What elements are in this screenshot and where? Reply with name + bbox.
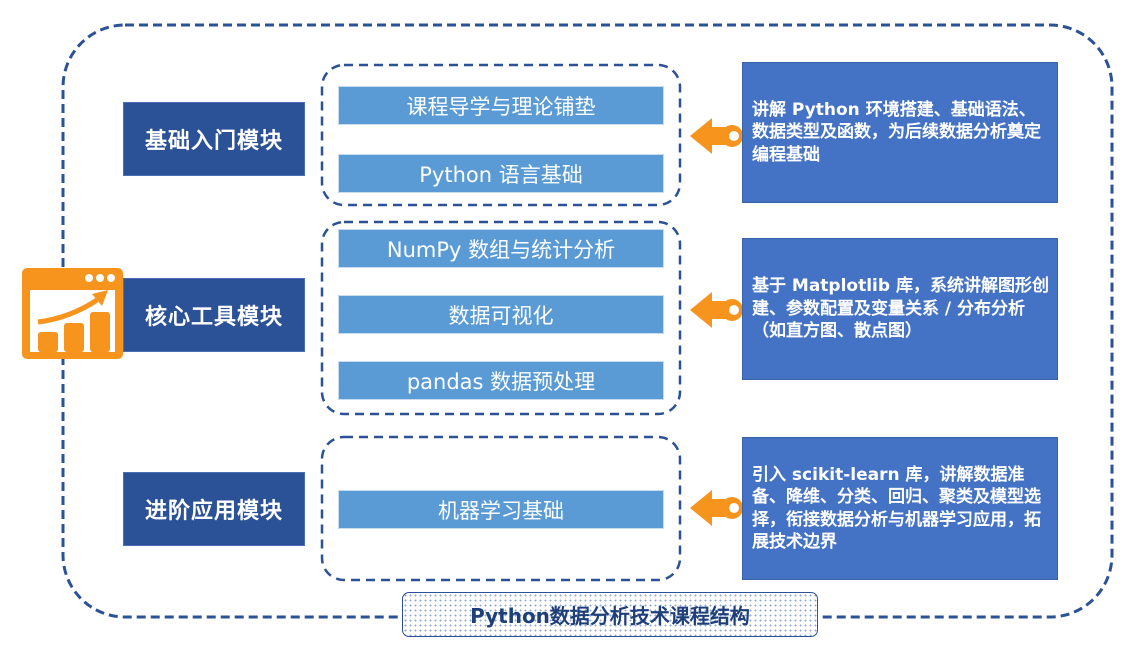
description-text: 引入 scikit-learn 库，讲解数据准备、降维、分类、回归、聚类及模型选… [752,464,1041,553]
course-item: 课程导学与理论铺垫 [338,86,664,125]
module-label-core: 核心工具模块 [123,278,305,352]
module-description-basic: 讲解 Python 环境搭建、基础语法、数据类型及函数，为后续数据分析奠定编程基… [742,62,1058,203]
diagram-title: Python数据分析技术课程结构 [470,604,750,628]
module-description-core: 基于 Matplotlib 库，系统讲解图形创建、参数配置及变量关系 / 分布分… [742,238,1058,380]
module-label-advanced: 进阶应用模块 [123,472,305,546]
arrow-left-icon [690,490,743,526]
course-item: NumPy 数组与统计分析 [338,229,664,268]
course-item: 数据可视化 [338,295,664,334]
diagram-title-banner: Python数据分析技术课程结构 [402,592,818,637]
group-frame-basic [320,63,682,207]
arrow-left-icon [690,118,743,154]
arrow-left-icon [690,292,743,328]
description-text: 讲解 Python 环境搭建、基础语法、数据类型及函数，为后续数据分析奠定编程基… [752,99,1041,165]
course-item: Python 语言基础 [338,154,664,193]
group-frame-advanced [320,435,682,582]
module-description-advanced: 引入 scikit-learn 库，讲解数据准备、降维、分类、回归、聚类及模型选… [742,437,1058,580]
description-text: 基于 Matplotlib 库，系统讲解图形创建、参数配置及变量关系 / 分布分… [752,276,1049,342]
chart-growth-window-icon [22,268,123,359]
group-frame-core [320,220,682,416]
course-item: 机器学习基础 [338,490,664,529]
module-label-basic: 基础入门模块 [123,102,305,176]
course-item: pandas 数据预处理 [338,361,664,400]
